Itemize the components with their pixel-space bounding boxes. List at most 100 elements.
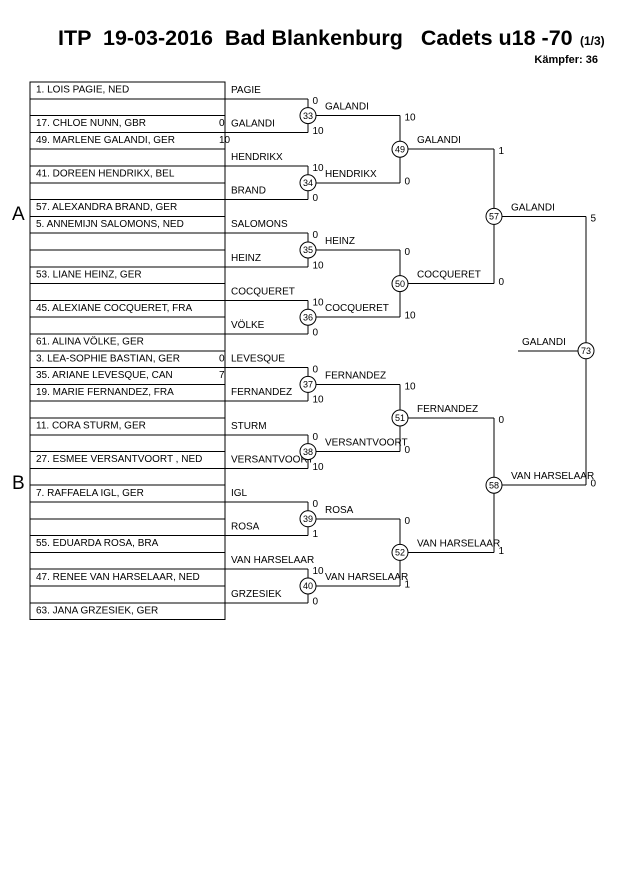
match-number: 39 — [303, 514, 313, 524]
competitor-box — [29, 585, 226, 604]
match-score-bottom: 10 — [313, 395, 325, 406]
winner-name: HEINZ — [325, 236, 355, 247]
match-score-top: 10 — [405, 381, 417, 392]
slot-name: HEINZ — [231, 253, 261, 264]
competitor-row — [29, 585, 226, 604]
winner-name: ROSA — [325, 505, 354, 516]
match-number: 35 — [303, 245, 313, 255]
competitor-name: 47. RENEE VAN HARSELAAR, NED — [36, 572, 200, 583]
match-score-top: 10 — [405, 113, 417, 124]
match-number-circle — [299, 375, 317, 393]
pre-round-score: 0 — [219, 118, 225, 129]
slot-name: IGL — [231, 488, 248, 499]
sheet-number: (1/3) — [580, 34, 605, 48]
competitor-box — [29, 148, 226, 167]
competitor-row: 61. ALINA VÖLKE, GER — [29, 333, 226, 352]
match-number-circle — [299, 241, 317, 259]
match-score-top: 5 — [591, 213, 597, 224]
competitor-row: 41. DOREEN HENDRIKX, BEL — [29, 165, 226, 184]
winner-name: VAN HARSELAAR — [417, 538, 500, 549]
competitor-row: 63. JANA GRZESIEK, GER — [29, 602, 226, 621]
winner-name: HENDRIKX — [325, 169, 377, 180]
slot-name: COCQUERET — [231, 286, 295, 297]
match-score-bottom: 0 — [313, 193, 319, 204]
competitor-box — [29, 602, 226, 621]
match-score-top: 1 — [499, 146, 505, 157]
winner-name: VERSANTVOORT — [325, 438, 408, 449]
competitor-row: 47. RENEE VAN HARSELAAR, NED — [29, 568, 226, 587]
match-number: 51 — [395, 413, 405, 423]
competitor-name: 61. ALINA VÖLKE, GER — [36, 336, 144, 348]
competitor-row — [29, 467, 226, 486]
competitor-row — [29, 232, 226, 251]
match-number: 73 — [581, 346, 591, 356]
slot-name: VÖLKE — [231, 319, 265, 331]
match-number-circle — [299, 174, 317, 192]
competitor-box — [29, 501, 226, 520]
match-score-top: 0 — [313, 432, 319, 443]
slot: FERNANDEZ — [225, 387, 308, 402]
match-number-circle — [391, 543, 409, 561]
match-score-top: 0 — [405, 247, 411, 258]
match-number: 49 — [395, 144, 405, 154]
competitor-name: 17. CHLOE NUNN, GBR — [36, 118, 146, 129]
match-number: 57 — [489, 212, 499, 222]
competitor-name: 57. ALEXANDRA BRAND, GER — [36, 202, 177, 213]
slot: STURM — [225, 421, 308, 436]
slot-name: GRZESIEK — [231, 589, 282, 600]
match-score-top: 10 — [313, 163, 325, 174]
match-score-bottom: 0 — [405, 176, 411, 187]
match-number-circle — [299, 107, 317, 125]
match-number-circle — [299, 577, 317, 595]
competitor-name: 63. JANA GRZESIEK, GER — [36, 605, 158, 616]
competitor-row: 27. ESMEE VERSANTVOORT , NED — [29, 451, 226, 469]
competitor-name: 53. LIANE HEINZ, GER — [36, 269, 142, 280]
slot: LEVESQUE — [225, 354, 308, 369]
competitor-row — [29, 551, 226, 570]
winner-name: GALANDI — [417, 135, 461, 146]
competitor-box — [29, 467, 226, 486]
match-number-circle — [485, 207, 503, 225]
competitor-name: 11. CORA STURM, GER — [36, 421, 146, 432]
page-title: ITP 19-03-2016 Bad Blankenburg Cadets u1… — [58, 26, 573, 50]
slot-name: HENDRIKX — [231, 152, 283, 163]
match-number: 36 — [303, 312, 313, 322]
match-number-circle — [391, 409, 409, 427]
match-score-bottom: 0 — [313, 328, 319, 339]
slot: BRAND — [225, 186, 308, 201]
competitor-row — [29, 434, 226, 453]
match-number: 40 — [303, 581, 313, 591]
slot: COCQUERET — [225, 286, 308, 301]
slot: ROSA — [225, 522, 308, 537]
match-number-circle — [299, 443, 317, 461]
competitor-box — [29, 182, 226, 201]
match-score-bottom: 10 — [313, 462, 325, 473]
competitor-row: 11. CORA STURM, GER — [29, 417, 226, 436]
pre-round-score: 0 — [219, 353, 225, 364]
competitor-name: 7. RAFFAELA IGL, GER — [36, 488, 144, 499]
competitor-row: 53. LIANE HEINZ, GER — [29, 266, 226, 285]
competitor-name: 35. ARIANE LEVESQUE, CAN — [36, 370, 173, 381]
competitor-row: 5. ANNEMIJN SALOMONS, NED — [29, 215, 226, 234]
match-score-bottom: 0 — [591, 479, 597, 490]
competitor-box — [29, 249, 226, 268]
winner-name: VAN HARSELAAR — [325, 572, 408, 583]
winner-name: VAN HARSELAAR — [511, 471, 594, 482]
competitor-name: 41. DOREEN HENDRIKX, BEL — [36, 169, 175, 180]
competitor-box — [29, 283, 226, 301]
competitor-row — [29, 182, 226, 201]
slot-name: VERSANTVOORT — [231, 454, 314, 465]
competitor-row: 7. RAFFAELA IGL, GER — [29, 484, 226, 503]
match-49: GALANDI 49 10 0 — [391, 113, 494, 187]
match-number-circle — [485, 476, 503, 494]
competitor-row — [29, 316, 226, 335]
match-score-top: 0 — [313, 365, 319, 376]
